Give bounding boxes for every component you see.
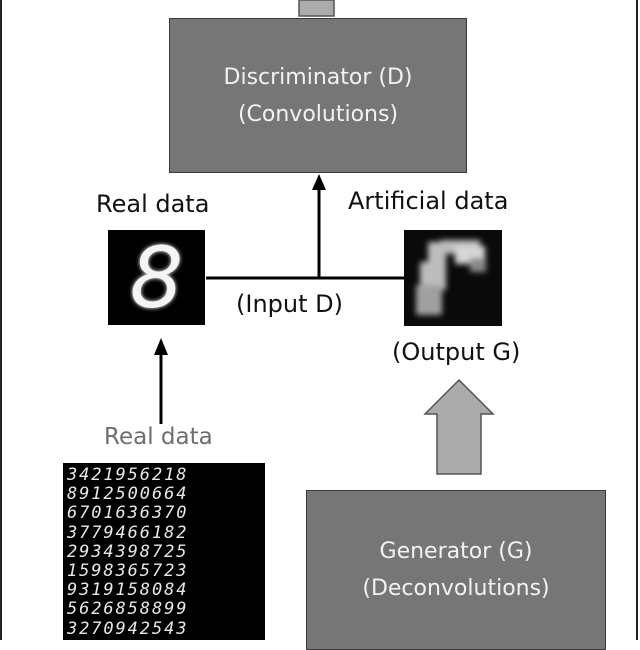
real-sample-digit: 8 bbox=[129, 228, 184, 327]
mnist-row: 5626858899 bbox=[67, 599, 189, 620]
real-data-label-bottom: Real data bbox=[104, 424, 213, 450]
input-d-label: (Input D) bbox=[236, 290, 343, 318]
mnist-row: 1598365723 bbox=[67, 561, 189, 582]
artificial-data-label: Artificial data bbox=[348, 187, 509, 215]
output-g-label: (Output G) bbox=[392, 338, 521, 366]
mnist-row: 3779466182 bbox=[67, 522, 189, 543]
discriminator-subtitle: (Convolutions) bbox=[237, 101, 399, 127]
mnist-row: 6701636370 bbox=[67, 503, 189, 524]
arrow-to-real-sample-head bbox=[154, 338, 168, 355]
real-sample-image: 8 bbox=[108, 230, 205, 325]
mnist-row: 8912500664 bbox=[67, 484, 189, 505]
mnist-row: 9319158084 bbox=[67, 580, 189, 601]
generator-output-block-arrow bbox=[423, 378, 495, 475]
arrow-to-discriminator-head bbox=[312, 174, 326, 190]
generator-box: Generator (G) (Deconvolutions) bbox=[306, 490, 606, 650]
real-data-label-top: Real data bbox=[96, 190, 210, 218]
top-block-arrow bbox=[298, 0, 335, 17]
mnist-row: 3421956218 bbox=[67, 465, 189, 485]
mnist-row: 2934398725 bbox=[67, 541, 189, 562]
generator-subtitle: (Deconvolutions) bbox=[362, 576, 550, 601]
discriminator-box: Discriminator (D) (Convolutions) bbox=[169, 18, 467, 173]
generator-title: Generator (G) bbox=[379, 539, 533, 564]
discriminator-title: Discriminator (D) bbox=[223, 64, 413, 90]
mnist-row: 3270942543 bbox=[67, 618, 189, 639]
